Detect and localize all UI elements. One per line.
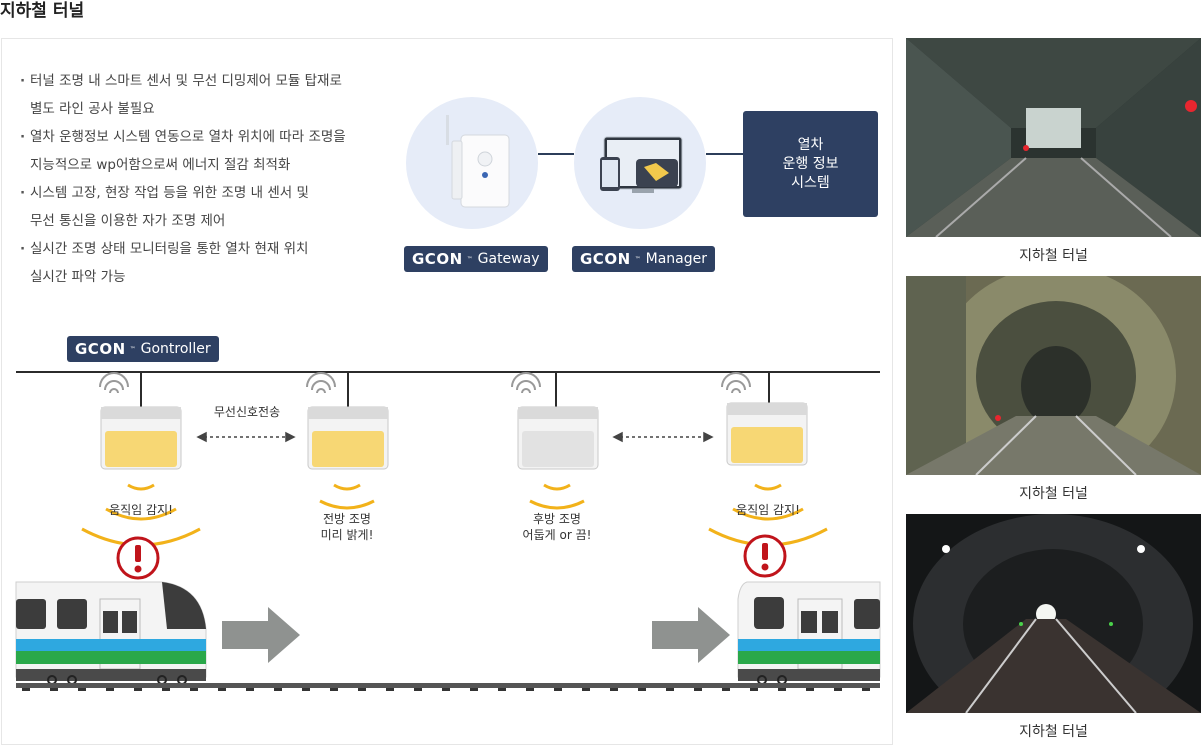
feature-item: 시스템 고장, 현장 작업 등을 위한 조명 내 센서 및 무선 통신을 이용한…: [20, 179, 420, 235]
connector-line: [538, 153, 574, 155]
manager-monitor-icon: [600, 136, 683, 193]
wireless-signal-arrow: [196, 431, 296, 443]
alert-icon: [116, 536, 160, 580]
direction-arrow-icon: [222, 607, 300, 663]
tunnel-lamp-lit: [307, 372, 389, 470]
feature-list: 터널 조명 내 스마트 센서 및 무선 디밍제어 모듈 탑재로 별도 라인 공사…: [20, 67, 420, 291]
motion-detected-label: 움직임 감지!: [736, 503, 800, 517]
direction-arrow-icon: [652, 607, 730, 663]
tunnel-photo-image: [906, 38, 1201, 237]
gontroller-label: Gontroller: [140, 341, 211, 357]
light-wave-icon: [319, 483, 375, 510]
gcon-logo: GCON: [412, 250, 463, 268]
feature-item: 열차 운행정보 시스템 연동으로 열차 위치에 따라 조명을 지능적으로 wp어…: [20, 123, 420, 179]
gateway-label: Gateway: [477, 251, 540, 267]
system-box-line: 운행 정보: [782, 155, 839, 172]
wifi-icon: [99, 372, 129, 394]
tunnel-photo: [906, 514, 1201, 713]
system-box-line: 시스템: [791, 174, 830, 191]
tunnel-photo-image: [906, 514, 1201, 713]
page-title: 지하철 터널: [0, 1, 85, 21]
photo-caption: 지하철 터널: [1019, 724, 1088, 740]
feature-line: 터널 조명 내 스마트 센서 및 무선 디밍제어 모듈 탑재로: [30, 73, 342, 89]
feature-line: 지능적으로 wp어함으로써 에너지 절감 최적화: [30, 157, 291, 173]
feature-line: 무선 통신을 이용한 자가 조명 제어: [30, 213, 226, 229]
feature-item: 터널 조명 내 스마트 센서 및 무선 디밍제어 모듈 탑재로 별도 라인 공사…: [20, 67, 420, 123]
photo-caption: 지하철 터널: [1019, 248, 1088, 264]
connector-line: [706, 153, 743, 155]
alert-icon: [743, 534, 787, 578]
tunnel-lamp-off: [517, 372, 599, 470]
tunnel-lighting-diagram: 무선신호전송 움직임 감지! 전방 조명 미리 밝게! 후방 조명 어둡게 or…: [15, 371, 881, 691]
feature-line: 시스템 고장, 현장 작업 등을 위한 조명 내 센서 및: [30, 185, 309, 201]
tunnel-lamp-lit: [726, 372, 808, 466]
front-light-label: 미리 밝게!: [321, 528, 374, 542]
wireless-signal-label: 무선신호전송: [214, 405, 280, 419]
wifi-icon: [306, 372, 336, 394]
wifi-icon: [721, 372, 751, 394]
trademark-mark: ™: [129, 345, 136, 353]
trademark-mark: ™: [466, 255, 473, 263]
tunnel-photo: [906, 38, 1201, 237]
rear-light-label: 어둡게 or 끔!: [523, 528, 592, 542]
photo-caption: 지하철 터널: [1019, 486, 1088, 502]
manager-label: Manager: [645, 251, 708, 267]
trademark-mark: ™: [634, 255, 641, 263]
train-info-system-box: 열차 운행 정보 시스템: [743, 111, 878, 217]
motion-detected-label: 움직임 감지!: [109, 503, 173, 517]
light-wave-icon: [529, 483, 585, 510]
train-car: [15, 581, 207, 685]
tunnel-photo-image: [906, 276, 1201, 475]
tunnel-lamp-lit: [100, 372, 182, 470]
diagram-panel: 터널 조명 내 스마트 센서 및 무선 디밍제어 모듈 탑재로 별도 라인 공사…: [1, 38, 893, 745]
gcon-logo: GCON: [75, 340, 126, 358]
rail-track: [16, 683, 880, 688]
system-box-line: 열차: [797, 136, 824, 153]
train-car: [737, 581, 881, 685]
gateway-device-icon: [446, 115, 510, 208]
front-light-label: 전방 조명: [323, 512, 371, 526]
wifi-icon: [511, 372, 541, 394]
rear-light-label: 후방 조명: [533, 512, 581, 526]
manager-device-illustration: [574, 97, 706, 229]
feature-line: 실시간 파악 가능: [30, 269, 126, 285]
feature-line: 열차 운행정보 시스템 연동으로 열차 위치에 따라 조명을: [30, 129, 346, 145]
wireless-signal-arrow: [612, 431, 714, 443]
tunnel-photo: [906, 276, 1201, 475]
gateway-device-illustration: [406, 97, 538, 229]
gcon-logo: GCON: [580, 250, 631, 268]
feature-item: 실시간 조명 상태 모니터링을 통한 열차 현재 위치 실시간 파악 가능: [20, 235, 420, 291]
rail-sleepers: [22, 688, 870, 691]
feature-line: 별도 라인 공사 불필요: [30, 101, 155, 117]
feature-line: 실시간 조명 상태 모니터링을 통한 열차 현재 위치: [30, 241, 309, 257]
